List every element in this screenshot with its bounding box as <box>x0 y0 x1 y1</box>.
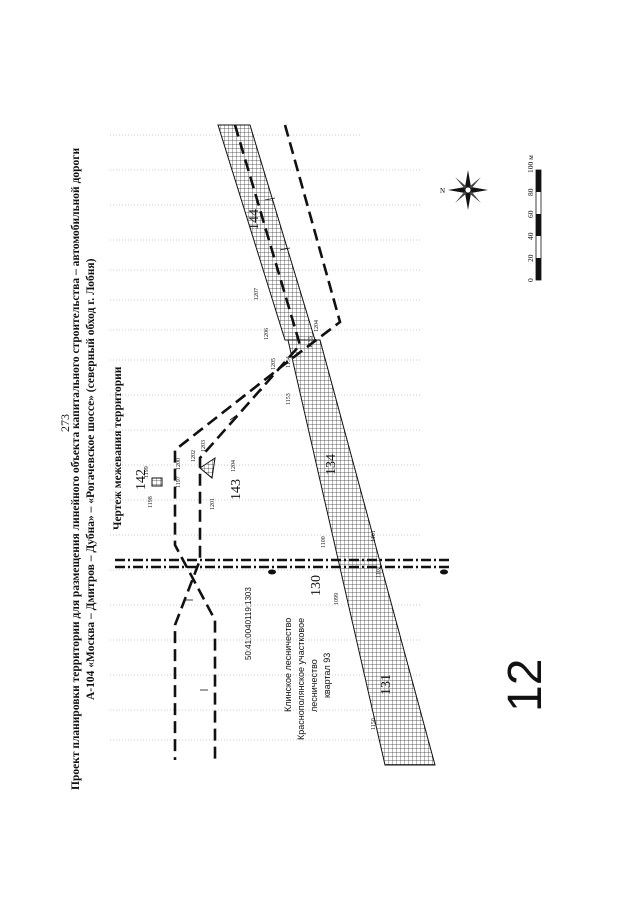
parcel-144: 144 <box>247 209 262 230</box>
parcel-131: 131 <box>379 674 394 695</box>
svg-text:1207: 1207 <box>254 288 260 300</box>
sheet-number: 12 <box>499 658 552 712</box>
svg-text:0: 0 <box>526 278 535 282</box>
svg-text:1204: 1204 <box>314 320 320 332</box>
svg-text:1099: 1099 <box>334 593 340 605</box>
parcel-134: 134 <box>324 454 339 475</box>
parcel-142: 142 <box>134 469 149 490</box>
svg-text:80: 80 <box>526 188 535 196</box>
svg-text:1199: 1199 <box>144 466 150 478</box>
svg-text:40: 40 <box>526 232 535 240</box>
parcel-130: 130 <box>309 575 324 596</box>
svg-text:1153: 1153 <box>286 393 292 405</box>
svg-text:1154: 1154 <box>286 356 292 368</box>
svg-text:100 м: 100 м <box>526 155 535 173</box>
svg-text:20: 20 <box>526 254 535 262</box>
forestry-line-2: Краснополянское участковое <box>296 617 306 740</box>
svg-text:1202: 1202 <box>191 450 197 462</box>
svg-text:1101: 1101 <box>371 530 377 542</box>
svg-text:1198: 1198 <box>148 496 154 508</box>
quarter-boundary <box>115 558 450 569</box>
svg-text:60: 60 <box>526 210 535 218</box>
svg-text:1102: 1102 <box>376 566 382 578</box>
compass-rose-icon <box>448 170 488 210</box>
svg-text:1197: 1197 <box>176 476 182 488</box>
svg-text:1155: 1155 <box>308 336 314 348</box>
scale-bar <box>535 169 542 281</box>
svg-text:1150: 1150 <box>371 718 377 730</box>
boundary-lines <box>173 124 342 760</box>
svg-text:1200: 1200 <box>176 458 182 470</box>
compass-north-label: N <box>440 187 445 195</box>
parcel-134-band <box>287 339 436 766</box>
svg-text:1203: 1203 <box>201 440 207 452</box>
svg-text:1201: 1201 <box>210 498 216 510</box>
forestry-line-1: Клинское лесничество <box>283 617 293 712</box>
svg-text:1206: 1206 <box>264 328 270 340</box>
cadastral-number: 50:41:0040119:1303 <box>244 587 253 660</box>
forestry-line-4: квартал 93 <box>322 652 332 698</box>
scale-bar-labels: 0 20 40 60 80 100 м <box>526 155 535 282</box>
svg-text:1204: 1204 <box>231 460 237 472</box>
forestry-line-3: лесничество <box>309 659 319 712</box>
svg-text:1205: 1205 <box>271 358 277 370</box>
svg-text:1100: 1100 <box>321 536 327 548</box>
parcel-143: 143 <box>229 479 244 500</box>
